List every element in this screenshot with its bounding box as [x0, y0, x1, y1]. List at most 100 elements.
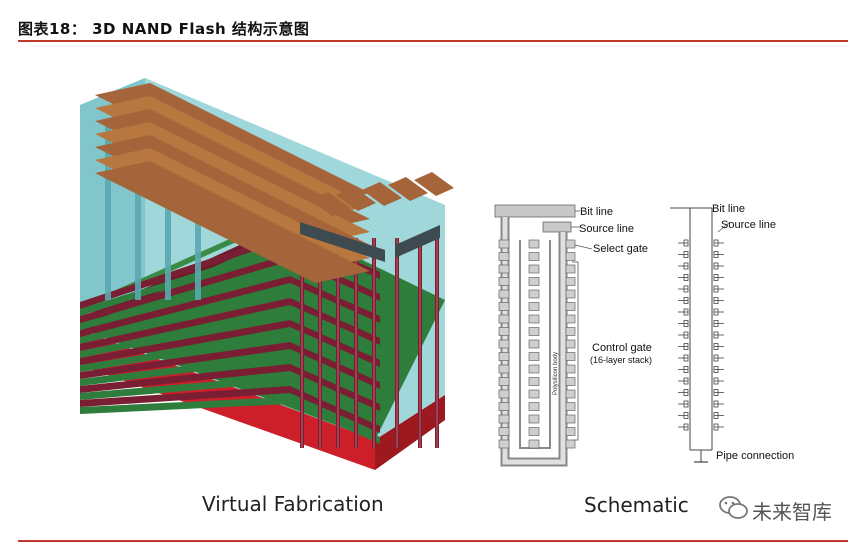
gate [565, 377, 576, 386]
transistor [713, 389, 719, 396]
select-gate-label: Select gate [593, 243, 648, 255]
transistor [683, 354, 689, 362]
transistor [683, 320, 689, 327]
gate [565, 339, 576, 349]
layer-strip [80, 397, 380, 444]
transistor [683, 377, 689, 385]
wechat-icon [719, 496, 748, 519]
top-line-strip [336, 187, 376, 211]
gate [528, 352, 540, 361]
gate [528, 239, 540, 249]
pillar-core [419, 238, 421, 448]
gate [565, 364, 576, 374]
gate [528, 439, 540, 449]
virtual-fabrication-caption: Virtual Fabrication [202, 492, 384, 516]
gate [565, 327, 576, 336]
gate [498, 252, 510, 261]
pillar-core [396, 238, 398, 448]
transistor [713, 423, 719, 431]
schematic-caption: Schematic [584, 493, 689, 517]
transistor [683, 412, 689, 419]
transistor [713, 377, 719, 385]
source-line-label-right: Source line [721, 219, 776, 231]
transistor [683, 331, 689, 339]
gate [498, 439, 510, 449]
layer-strip [80, 364, 380, 411]
pillar-core [301, 238, 303, 448]
pillar-core [337, 238, 339, 448]
gate [528, 289, 540, 299]
transistor [683, 389, 689, 396]
pillar-core [319, 238, 321, 448]
transistor [713, 308, 719, 316]
gate [565, 264, 576, 274]
transistor [683, 308, 689, 316]
gate [528, 364, 540, 374]
top-line-strip [388, 177, 428, 201]
gate [498, 302, 510, 311]
transistor [713, 262, 719, 270]
footer-rule [18, 540, 848, 542]
gate [528, 277, 540, 286]
transistor [683, 400, 689, 408]
gate [565, 414, 576, 424]
gate [498, 402, 510, 411]
gate [565, 239, 576, 249]
transistor [713, 331, 719, 339]
top-line-strip [310, 192, 350, 216]
transistor [683, 251, 689, 258]
transistor [683, 262, 689, 270]
transistor [713, 343, 719, 350]
gate [498, 327, 510, 336]
watermark-text: 未来智库 [752, 500, 832, 524]
gate [528, 302, 540, 311]
watermark: 未来智库 [718, 494, 848, 524]
transistor [713, 274, 719, 281]
bit-line-strip [95, 161, 370, 283]
layer-strip [80, 309, 380, 358]
transistor [713, 285, 719, 293]
transistor [713, 412, 719, 419]
control-gate-sub-label: (16-layer stack) [590, 355, 652, 365]
layer-strip [80, 386, 380, 433]
pillar [165, 120, 171, 300]
gate [565, 389, 576, 399]
gate [498, 289, 510, 299]
gate [528, 414, 540, 424]
transistor [713, 400, 719, 408]
pillar [105, 120, 111, 300]
transistor [683, 274, 689, 281]
gate [528, 427, 540, 436]
gate [498, 339, 510, 349]
gate [498, 364, 510, 374]
gate [498, 427, 510, 436]
control-gate-label: Control gate [592, 342, 652, 354]
gate [498, 264, 510, 274]
layer-strip [80, 342, 380, 389]
pillar-core [436, 238, 438, 448]
gate [498, 277, 510, 286]
layer-strip [80, 320, 380, 367]
gate [528, 252, 540, 261]
gate [565, 352, 576, 361]
transistor [683, 239, 689, 247]
gate [498, 414, 510, 424]
gate [565, 302, 576, 311]
virtual-fabrication-illustration [80, 78, 454, 470]
gate [528, 339, 540, 349]
transistor [683, 285, 689, 293]
gate [565, 252, 576, 261]
schematic-diagram: Polysilicon body Bit line Source line Se… [494, 203, 794, 467]
transistor [713, 320, 719, 327]
layer-strip [80, 353, 380, 400]
pipe-connection-label: Pipe connection [716, 450, 794, 462]
gate [498, 389, 510, 399]
gate [528, 389, 540, 399]
gate [528, 314, 540, 324]
gate [528, 377, 540, 386]
layer-strip [80, 331, 380, 378]
gate [498, 314, 510, 324]
transistor [713, 366, 719, 373]
transistor [683, 297, 689, 304]
chart-title: 图表18： 3D NAND Flash 结构示意图 [18, 20, 310, 38]
